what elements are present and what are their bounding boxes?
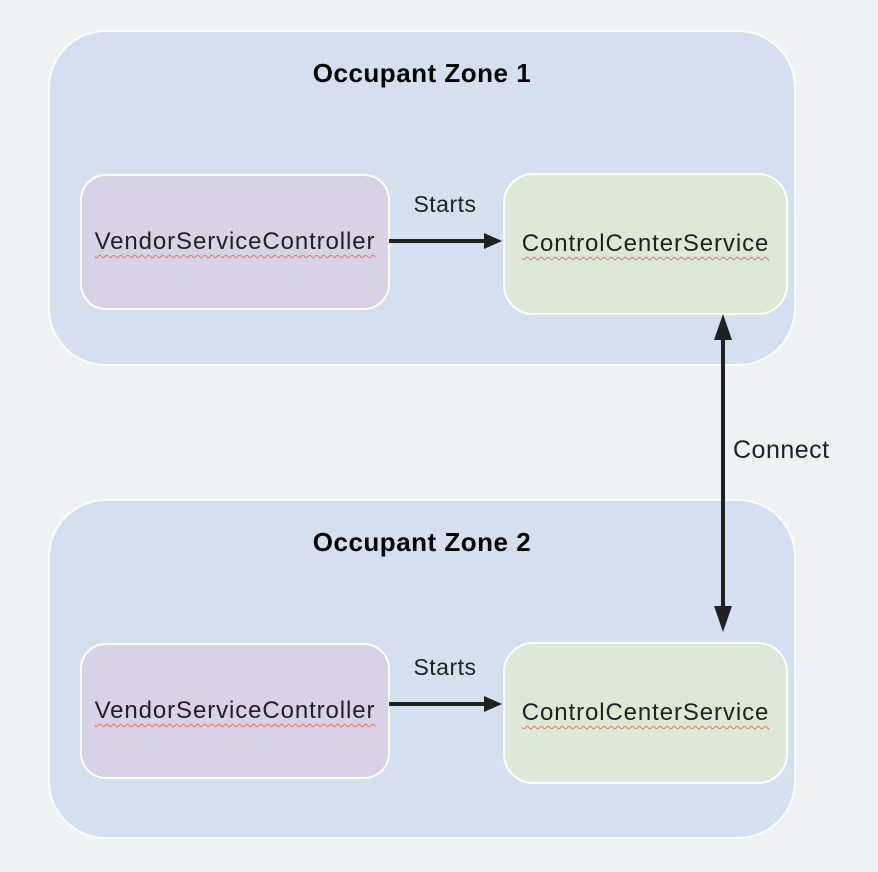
- zone-1-title: Occupant Zone 1: [312, 58, 532, 88]
- starts-arrow-label-zone1: Starts: [413, 191, 477, 217]
- zone-2-title: Occupant Zone 2: [312, 527, 532, 557]
- control-center-service-box-zone1: ControlCenterService: [503, 173, 788, 315]
- occupant-zone-2: Occupant Zone 2 VendorServiceController …: [48, 499, 796, 839]
- control-center-service-box-zone2: ControlCenterService: [503, 642, 788, 784]
- vendor-service-controller-box-zone2: VendorServiceController: [80, 643, 390, 779]
- vendor-service-controller-label: VendorServiceController: [94, 228, 376, 255]
- control-center-service-label: ControlCenterService: [521, 699, 770, 726]
- connect-arrow-label: Connect: [733, 436, 830, 464]
- control-center-service-label: ControlCenterService: [521, 230, 770, 257]
- vendor-service-controller-box-zone1: VendorServiceController: [80, 174, 390, 310]
- starts-arrow-label-zone2: Starts: [413, 654, 477, 680]
- vendor-service-controller-label: VendorServiceController: [94, 697, 376, 724]
- occupant-zone-1: Occupant Zone 1 VendorServiceController …: [48, 30, 796, 366]
